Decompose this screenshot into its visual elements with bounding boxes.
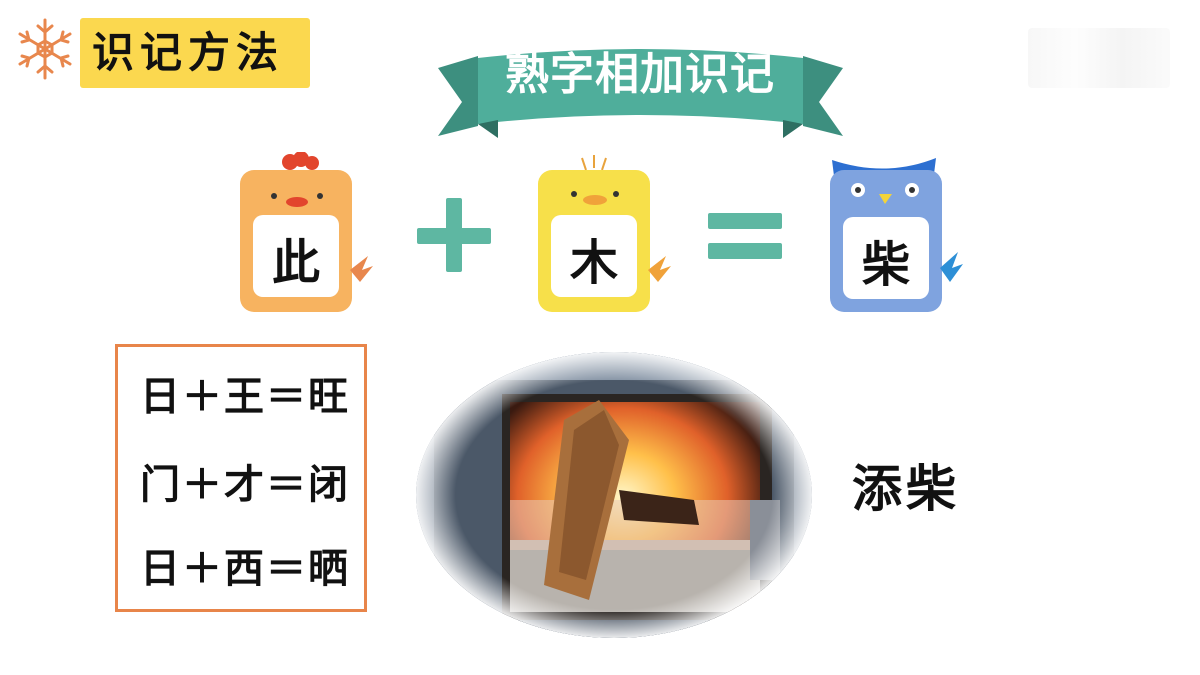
examples-box xyxy=(115,344,367,612)
watermark-logo xyxy=(1028,28,1170,88)
card-char-1: 此 xyxy=(271,235,320,291)
stove-fire-image xyxy=(416,352,812,638)
plus-icon-vertical xyxy=(446,198,462,272)
card-char-box xyxy=(843,217,929,299)
equals-icon xyxy=(708,213,782,229)
example-line: 日＋西＝晒 xyxy=(140,545,350,592)
example-line: 门＋才＝闭 xyxy=(140,461,350,508)
card-char-3: 柴 xyxy=(861,237,910,293)
title-background xyxy=(80,18,310,88)
example-line: 日＋王＝旺 xyxy=(140,373,350,420)
card-char-box xyxy=(551,215,637,297)
ribbon-title: 熟字相加识记 xyxy=(505,49,775,100)
equals-icon-lower xyxy=(708,243,782,259)
card-char-box xyxy=(253,215,339,297)
page-title: 识记方法 xyxy=(92,28,285,77)
snowflake-icon xyxy=(18,18,72,80)
photo-caption: 添柴 xyxy=(852,459,960,518)
ribbon-banner xyxy=(438,49,843,138)
card-char-2: 木 xyxy=(569,235,618,291)
